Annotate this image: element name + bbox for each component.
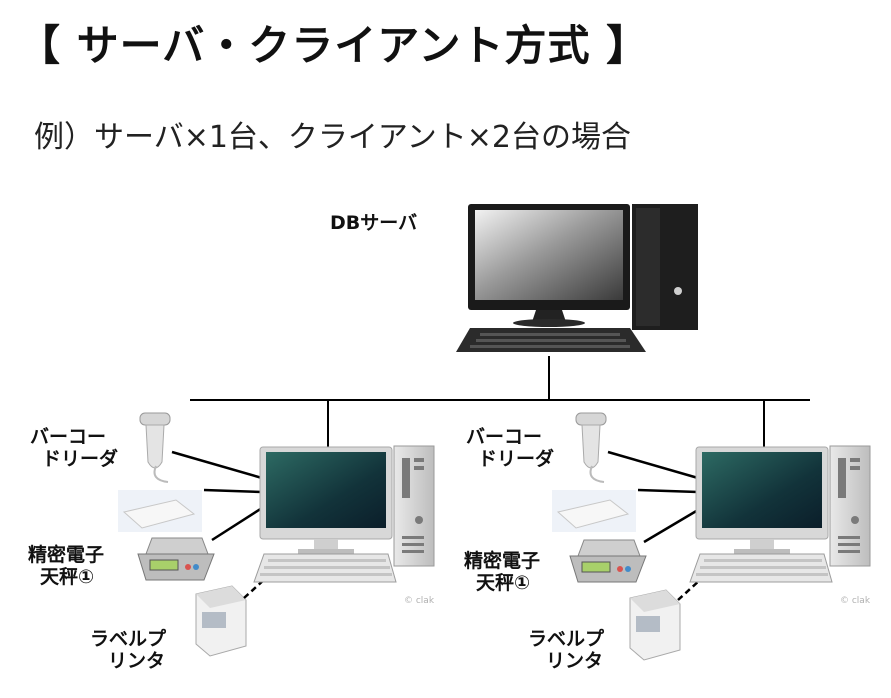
client2-monitor-base [734, 549, 790, 554]
client1: © clak [118, 412, 435, 657]
client1-monitor-base [298, 549, 354, 554]
client1-barcode-label-line1: バーコー [30, 426, 107, 448]
client1-card-reader [118, 490, 202, 532]
client1-balance-label: 精密電子 天秤① [28, 544, 104, 588]
client1-printer-label-line2: リンタ [108, 650, 166, 672]
server-monitor-stand [532, 310, 566, 322]
client1-balance-label-line1: 精密電子 [28, 544, 105, 566]
client2-tower-details [838, 458, 860, 553]
client2-barcode-label-line2: ドリーダ [478, 448, 555, 470]
client2-cables [607, 450, 701, 601]
client2-barcode-label: バーコー ドリーダ [466, 426, 554, 470]
server-monitor-screen [475, 210, 623, 300]
client1-tower [393, 445, 435, 567]
client1-monitor-screen [266, 452, 386, 528]
client2-keyboard-keys [696, 559, 828, 576]
client1-keyboard-keys [260, 559, 392, 576]
client2-label-printer [629, 589, 681, 661]
client2-card-reader [552, 490, 636, 532]
client2-watermark: © clak [840, 596, 871, 606]
page-title: 【 サーバ・クライアント方式 】 [18, 21, 650, 70]
client1-monitor-stand [314, 539, 338, 551]
client2-balance-label-line1: 精密電子 [464, 550, 541, 572]
client2-monitor-screen [702, 452, 822, 528]
client1-printer-label: ラベルプ リンタ [90, 628, 166, 672]
client2-printer-label-line2: リンタ [546, 650, 604, 672]
client2-barcode-scanner [575, 412, 607, 483]
client1-barcode-label-line2: ドリーダ [42, 448, 119, 470]
server-power-button [674, 287, 682, 295]
client2-balance-scale [569, 539, 647, 583]
client1-balance-scale [137, 537, 215, 581]
client2-balance-label: 精密電子 天秤① [464, 550, 540, 594]
server-monitor-base [513, 319, 585, 327]
client2-barcode-label-line1: バーコー [466, 426, 543, 448]
client1-barcode-label: バーコー ドリーダ [30, 426, 118, 470]
client1-label-printer [195, 585, 247, 657]
client2-printer-label: ラベルプ リンタ [528, 628, 604, 672]
client1-printer-label-line1: ラベルプ [90, 628, 167, 650]
page-subtitle: 例）サーバ×1台、クライアント×2台の場合 [34, 120, 631, 155]
client2-tower [829, 445, 871, 567]
client2-monitor-stand [750, 539, 774, 551]
client1-barcode-scanner [139, 412, 171, 483]
network-lines [190, 356, 810, 448]
client1-watermark: © clak [404, 596, 435, 606]
client1-tower-details [402, 458, 424, 553]
client2: © clak [552, 412, 871, 661]
client2-printer-label-line1: ラベルプ [528, 628, 605, 650]
client1-balance-label-line2: 天秤① [40, 566, 95, 588]
server-tower-front [636, 208, 660, 326]
server-computer [456, 204, 698, 352]
server-keyboard-keys [470, 333, 630, 348]
server-label: DBサーバ [330, 212, 418, 234]
client2-balance-label-line2: 天秤① [476, 572, 531, 594]
